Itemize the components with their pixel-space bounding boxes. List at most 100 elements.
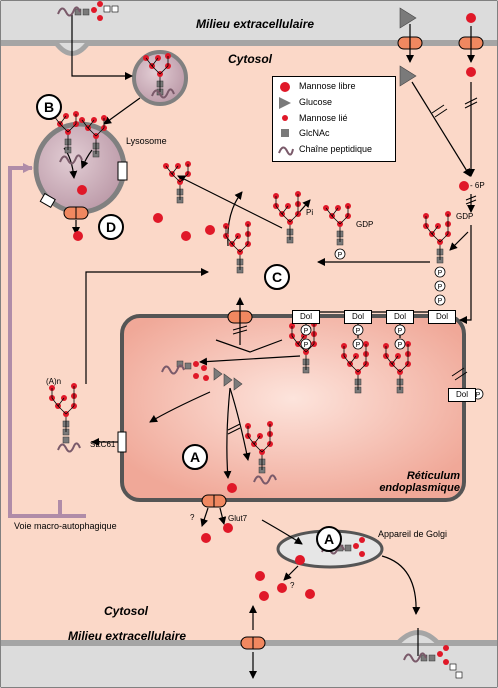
marker-d: D — [98, 214, 124, 240]
glycan-terminal — [449, 663, 457, 671]
glycan-bond — [253, 443, 263, 453]
arrow-to-lysosome-channel — [177, 175, 283, 229]
glycan-bond — [339, 215, 349, 225]
break-mark-11 — [227, 423, 241, 431]
mannose-residue — [97, 1, 103, 7]
legend-label-4: Chaîne peptidique — [299, 144, 373, 154]
glycan-bond — [349, 355, 357, 365]
glycan-terminal — [103, 5, 111, 13]
er-curve — [215, 339, 283, 353]
glcnac-residue — [82, 8, 90, 16]
phosphate-label: P — [356, 328, 361, 335]
glycan-bond — [425, 225, 433, 235]
glycan-bond — [239, 243, 249, 253]
label-question-2: ? — [290, 581, 295, 590]
label-polya: (A)n — [46, 377, 62, 386]
glycan-bond — [297, 343, 307, 353]
legend-label-0: Mannose libre — [299, 81, 356, 91]
peptide-chain — [57, 6, 81, 17]
label-cytosol-top: Cytosol — [228, 52, 273, 66]
arrow-endocytosis — [71, 14, 133, 80]
phosphate-label: P — [398, 328, 403, 335]
mannose-residue — [193, 373, 199, 379]
marker-b: B — [36, 94, 62, 120]
phosphate — [300, 338, 312, 350]
dol-box-4: Dol — [428, 310, 456, 324]
label-lysosome: Lysosome — [126, 136, 167, 146]
phosphate — [334, 248, 346, 260]
glycan-bond — [225, 235, 233, 245]
label-pi: Pi — [306, 208, 314, 217]
glycan-bond — [67, 123, 77, 133]
glycan-bond — [59, 115, 67, 125]
glycan-bond — [357, 363, 367, 373]
marker-a-golgi: A — [316, 526, 342, 552]
phosphate — [434, 266, 446, 278]
glycan-bond — [151, 65, 161, 75]
phosphate-label: P — [476, 392, 481, 399]
glycan-bond — [331, 215, 341, 225]
glycan-bond — [289, 213, 299, 223]
glycan-bond — [65, 405, 75, 415]
legend-free-mannose-icon — [280, 82, 290, 92]
glcnac-residue — [62, 436, 70, 444]
glycan-bond — [151, 57, 159, 67]
glucose-triangles — [213, 7, 417, 391]
break-mark-10 — [232, 329, 248, 335]
break-mark-8 — [454, 371, 468, 381]
glycan-bond — [391, 363, 401, 373]
phosphate-label: P — [304, 342, 309, 349]
peptide-chain — [253, 474, 277, 485]
phosphate-label: P — [356, 342, 361, 349]
mannose-residue — [353, 543, 359, 549]
legend: Mannose libre Glucose Mannose lié GlcNAc… — [272, 76, 396, 162]
glycan-bond — [159, 65, 169, 75]
phosphate-label: P — [398, 342, 403, 349]
arrow-er-to-golgi — [261, 519, 303, 545]
glycan-bond — [51, 397, 59, 407]
label-extracellular-bottom: Milieu extracellulaire — [68, 629, 187, 643]
glycan-bond — [57, 405, 67, 415]
glycan-bond — [81, 119, 89, 129]
phosphate — [300, 324, 312, 336]
label-sec61: SEC61 — [90, 440, 116, 449]
glycan-bond — [231, 235, 239, 245]
break-mark-4 — [464, 101, 478, 109]
label-question-1: ? — [190, 513, 195, 522]
phosphate-label: P — [304, 328, 309, 335]
transporter-bottom — [240, 636, 266, 650]
glut7-transporter — [201, 494, 227, 508]
legend-label-3: GlcNAc — [299, 128, 330, 138]
phosphate-label: P — [438, 284, 443, 291]
mannose-residue — [437, 651, 443, 657]
glycan-bond — [231, 243, 241, 253]
mannose-residue — [91, 7, 97, 13]
break-mark-2 — [434, 108, 448, 118]
arrow-golgi-out — [283, 565, 299, 581]
glycan-terminal — [455, 671, 463, 679]
break-mark — [431, 104, 445, 114]
glcnac-residue — [428, 654, 436, 662]
glycan-bond — [399, 363, 409, 373]
dol-box-2: Dol — [344, 310, 372, 324]
legend-glcnac-icon — [281, 129, 289, 137]
phosphate-label: P — [338, 252, 343, 259]
free-mannose-circles — [73, 13, 476, 601]
break-mark-6 — [465, 199, 477, 205]
arrow-glut7-out-1 — [200, 507, 209, 527]
label-er: Réticulum endoplasmique — [379, 470, 460, 494]
phosphate — [434, 294, 446, 306]
arrow-golgi-to-secretion — [381, 555, 421, 615]
break-mark-5 — [465, 195, 477, 201]
glycan-bond — [343, 355, 351, 365]
marker-c: C — [264, 264, 290, 290]
arrow-er-to-folded — [229, 387, 251, 461]
glycan-bond — [87, 119, 95, 129]
arrow-gdp-to-dol — [459, 225, 472, 324]
glycan-terminal — [111, 5, 119, 13]
legend-label-1: Glucose — [299, 97, 333, 107]
glycan-bond — [171, 165, 179, 175]
mannose-residue — [193, 361, 199, 367]
glycan-bond — [145, 57, 153, 67]
